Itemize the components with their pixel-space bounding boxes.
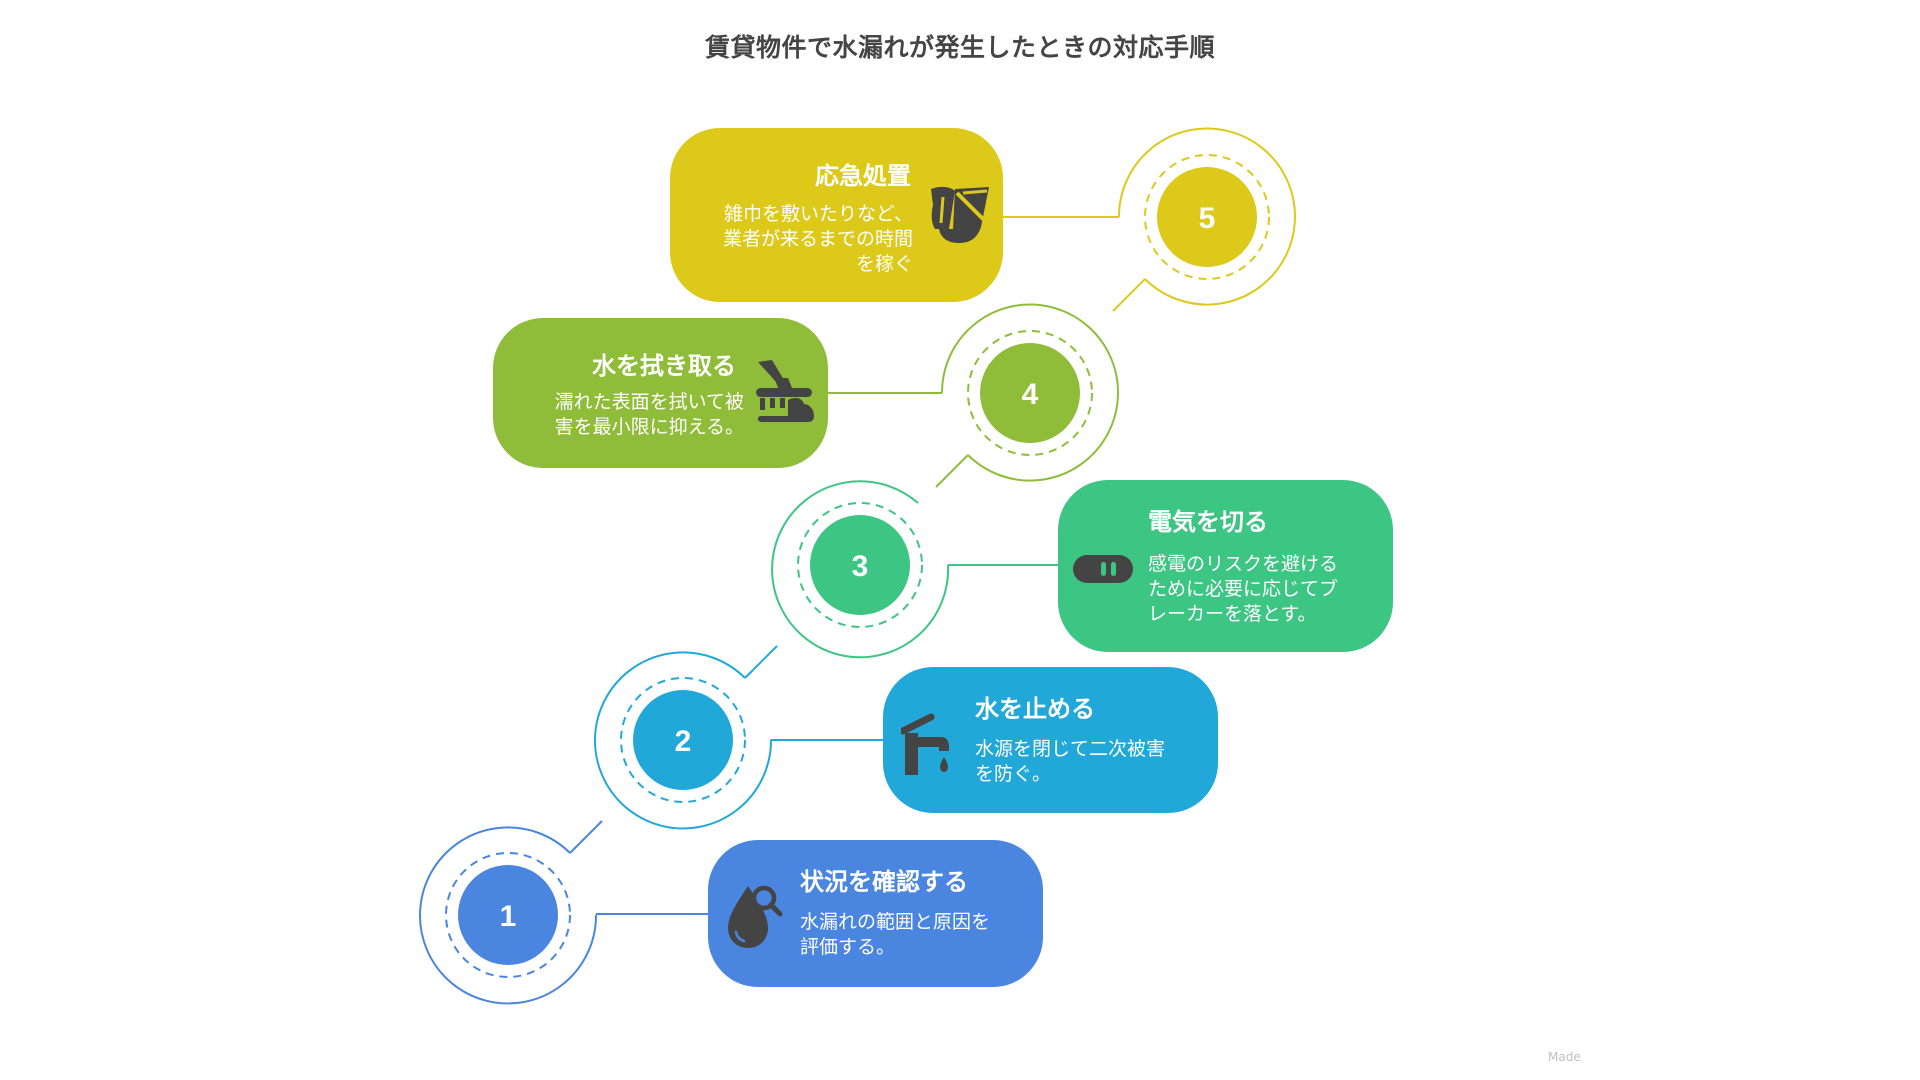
step-circle-5: 5 [1003, 127, 1296, 312]
step-number-1: 1 [500, 900, 517, 933]
step-number-4: 4 [1022, 378, 1039, 411]
bucket-cloth-icon [931, 186, 989, 243]
step-title: 水を止める [975, 695, 1095, 723]
step-card-3: 電気を切る 感電のリスクを避ける ために必要に応じてブ レーカーを落とす。 [1058, 480, 1393, 652]
step-description: 雑巾を敷いたりなど、 業者が来るまでの時間 を稼ぐ [722, 203, 913, 275]
step-title: 電気を切る [1148, 508, 1268, 536]
step-description: 感電のリスクを避ける ために必要に応じてブ レーカーを落とす。 [1148, 553, 1339, 625]
step-circle-3: 3 [771, 480, 1058, 659]
step-title: 水を拭き取る [592, 352, 736, 380]
water-drop-search-icon [728, 885, 783, 948]
step-number-3: 3 [852, 550, 869, 583]
faucet-icon [901, 713, 949, 775]
step-description: 水源を閉じて二次被害 を防ぐ。 [975, 738, 1166, 785]
step-card-5: 応急処置 雑巾を敷いたりなど、 業者が来るまでの時間 を稼ぐ [670, 128, 1003, 302]
mop-wipe-icon [756, 360, 814, 422]
step-number-2: 2 [675, 725, 692, 758]
step-circle-2: 2 [594, 645, 883, 830]
step-title: 状況を確認する [800, 868, 968, 896]
step-title: 応急処置 [815, 162, 911, 190]
step-number-5: 5 [1199, 202, 1216, 235]
step-description: 濡れた表面を拭いて被 害を最小限に抑える。 [554, 391, 744, 438]
step-circle-4: 4 [828, 303, 1119, 488]
step-circle-1: 1 [419, 820, 708, 1005]
step-description: 水漏れの範囲と原因を 評価する。 [800, 911, 991, 958]
power-switch-icon [1073, 555, 1133, 583]
diagram-title: 賃貸物件で水漏れが発生したときの対応手順 [704, 33, 1215, 62]
step-card-4: 水を拭き取る 濡れた表面を拭いて被 害を最小限に抑える。 [493, 318, 828, 468]
step-card-2: 水を止める 水源を閉じて二次被害 を防ぐ。 [883, 667, 1218, 813]
watermark: Made [1548, 1050, 1581, 1064]
step-card-1: 状況を確認する 水漏れの範囲と原因を 評価する。 [708, 840, 1043, 987]
